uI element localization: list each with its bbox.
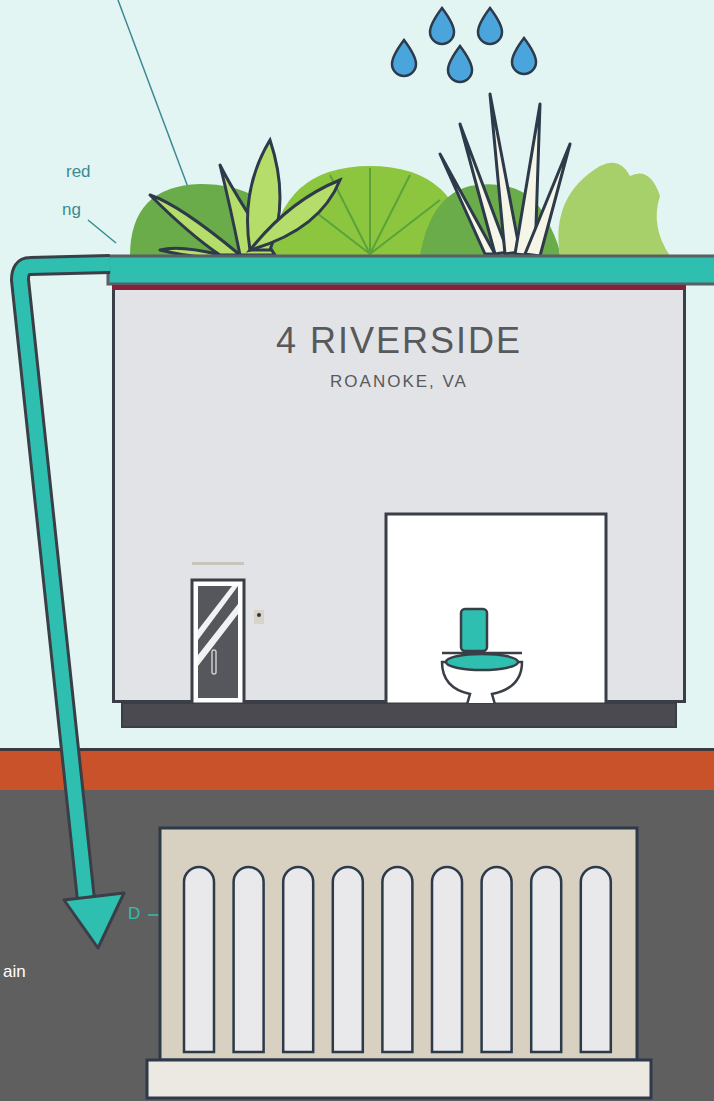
leader-line	[88, 220, 116, 243]
section-text: ain	[3, 962, 26, 982]
foundation	[122, 703, 676, 727]
cistern-module	[531, 867, 561, 1052]
cistern	[160, 828, 637, 1060]
soil-edge	[0, 748, 714, 751]
leader-line	[118, 0, 192, 198]
rain-drops	[392, 8, 536, 82]
building-location: ROANOKE, VA	[115, 372, 683, 392]
cistern-module	[382, 867, 412, 1052]
downspout	[20, 264, 110, 900]
soil-strip	[0, 748, 714, 790]
cistern-module	[581, 867, 611, 1052]
building: 4 RIVERSIDE ROANOKE, VA	[112, 290, 686, 703]
building-name: 4 RIVERSIDE	[115, 320, 683, 362]
underground	[0, 790, 714, 1101]
roof-plants	[130, 94, 670, 257]
cistern-module	[283, 867, 313, 1052]
callout-text: red	[66, 162, 91, 182]
cistern-module	[184, 867, 214, 1052]
callout-text: ng	[62, 200, 81, 220]
cistern-module	[234, 867, 264, 1052]
cistern-modules	[184, 867, 611, 1052]
arrow-head	[64, 893, 124, 948]
green-roof	[108, 256, 714, 284]
downspout-outline	[20, 264, 110, 900]
cistern-base	[147, 1060, 651, 1098]
cistern-module	[333, 867, 363, 1052]
cistern-module	[482, 867, 512, 1052]
cistern-module	[432, 867, 462, 1052]
section-heading: D	[128, 904, 140, 924]
